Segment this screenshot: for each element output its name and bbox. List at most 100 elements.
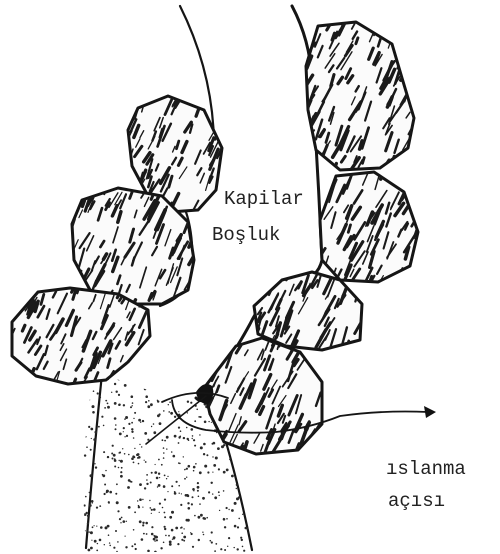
stipple-dot bbox=[212, 456, 213, 457]
stipple-dot bbox=[180, 430, 182, 432]
stipple-dot bbox=[181, 493, 182, 494]
stipple-dot bbox=[144, 487, 146, 489]
grain-hatch-stroke bbox=[191, 215, 193, 222]
stipple-dot bbox=[114, 383, 116, 385]
stipple-dot bbox=[153, 423, 155, 425]
stipple-dot bbox=[103, 451, 105, 453]
stipple-dot bbox=[91, 540, 92, 541]
stipple-dot bbox=[107, 403, 109, 405]
stipple-dot bbox=[234, 547, 235, 548]
stipple-dot bbox=[90, 531, 93, 534]
stipple-dot bbox=[188, 507, 191, 510]
stipple-dot bbox=[212, 443, 214, 445]
stipple-dot bbox=[133, 529, 135, 531]
stipple-dot bbox=[229, 459, 231, 461]
stipple-dot bbox=[166, 478, 167, 479]
stipple-dot bbox=[105, 400, 107, 402]
stipple-dot bbox=[156, 472, 157, 473]
stipple-dot bbox=[248, 500, 250, 502]
stipple-dot bbox=[139, 498, 142, 501]
stipple-dot bbox=[179, 493, 180, 494]
stipple-dot bbox=[113, 547, 115, 549]
stipple-dot bbox=[144, 432, 147, 435]
stipple-dot bbox=[178, 411, 179, 412]
grain-hatch-stroke bbox=[14, 380, 16, 386]
grain-hatch-stroke bbox=[411, 49, 417, 60]
stipple-dot bbox=[90, 449, 92, 451]
stipple-dot bbox=[197, 486, 200, 489]
stipple-dot bbox=[153, 538, 156, 541]
stipple-dot bbox=[150, 403, 153, 406]
stipple-dot bbox=[90, 428, 93, 431]
stipple-dot bbox=[159, 422, 162, 425]
stipple-dot bbox=[181, 527, 183, 529]
stipple-dot bbox=[163, 410, 165, 412]
stipple-dot bbox=[128, 423, 130, 425]
stipple-dot bbox=[114, 402, 117, 405]
stipple-dot bbox=[139, 520, 142, 523]
stipple-dot bbox=[123, 427, 125, 429]
stipple-dot bbox=[91, 438, 92, 439]
stipple-dot bbox=[143, 533, 145, 535]
stipple-dot bbox=[245, 527, 248, 530]
stipple-dot bbox=[251, 523, 254, 526]
stipple-dot bbox=[171, 511, 174, 514]
stipple-dot bbox=[107, 406, 110, 409]
stipple-dot bbox=[174, 416, 176, 418]
stipple-dot bbox=[93, 390, 95, 392]
stipple-dot bbox=[193, 466, 196, 469]
stipple-dot bbox=[194, 420, 196, 422]
stipple-dot bbox=[126, 435, 128, 437]
stipple-dot bbox=[194, 515, 196, 517]
stipple-dot bbox=[203, 517, 206, 520]
stipple-dot bbox=[150, 507, 152, 509]
grain-hatch-stroke bbox=[412, 192, 418, 205]
stipple-dot bbox=[145, 461, 147, 463]
stipple-dot bbox=[248, 472, 250, 474]
stipple-dot bbox=[86, 512, 88, 514]
stipple-dot bbox=[88, 399, 90, 401]
stipple-dot bbox=[157, 390, 159, 392]
stipple-dot bbox=[187, 502, 189, 504]
stipple-dot bbox=[133, 462, 135, 464]
stipple-dot bbox=[187, 438, 189, 440]
stipple-dot bbox=[217, 447, 220, 450]
grain-hatch-stroke bbox=[206, 432, 209, 440]
stipple-dot bbox=[234, 502, 237, 505]
stipple-dot bbox=[131, 395, 134, 398]
stipple-dot bbox=[84, 454, 86, 456]
stipple-dot bbox=[163, 542, 165, 544]
stipple-dot bbox=[238, 496, 240, 498]
stipple-dot bbox=[137, 500, 138, 501]
label-wetting-line2: açısı bbox=[388, 490, 445, 512]
stipple-dot bbox=[162, 439, 164, 441]
stipple-dot bbox=[117, 510, 119, 512]
stipple-dot bbox=[212, 472, 213, 473]
stipple-dot bbox=[191, 428, 194, 431]
stipple-dot bbox=[151, 513, 152, 514]
stipple-dot bbox=[158, 459, 160, 461]
stipple-dot bbox=[118, 467, 120, 469]
stipple-dot bbox=[91, 500, 94, 503]
stipple-dot bbox=[174, 379, 176, 381]
stipple-dot bbox=[114, 458, 116, 460]
stipple-dot bbox=[118, 394, 120, 396]
stipple-dot bbox=[244, 502, 245, 503]
stipple-dot bbox=[237, 526, 239, 528]
stipple-dot bbox=[112, 445, 114, 447]
stipple-dot bbox=[164, 475, 166, 477]
stipple-dot bbox=[169, 543, 172, 546]
stipple-dot bbox=[224, 549, 226, 551]
stipple-dot bbox=[165, 535, 167, 537]
stipple-dot bbox=[92, 405, 95, 408]
stipple-dot bbox=[146, 483, 148, 485]
stipple-dot bbox=[175, 527, 178, 530]
stipple-dot bbox=[160, 547, 162, 549]
grain-hatch-stroke bbox=[213, 353, 216, 362]
stipple-dot bbox=[86, 446, 88, 448]
stipple-dot bbox=[226, 518, 228, 520]
stipple-dot bbox=[211, 422, 212, 423]
stipple-dot bbox=[158, 473, 160, 475]
stipple-dot bbox=[228, 537, 230, 539]
label-wetting-line1: ıslanma bbox=[386, 458, 466, 480]
